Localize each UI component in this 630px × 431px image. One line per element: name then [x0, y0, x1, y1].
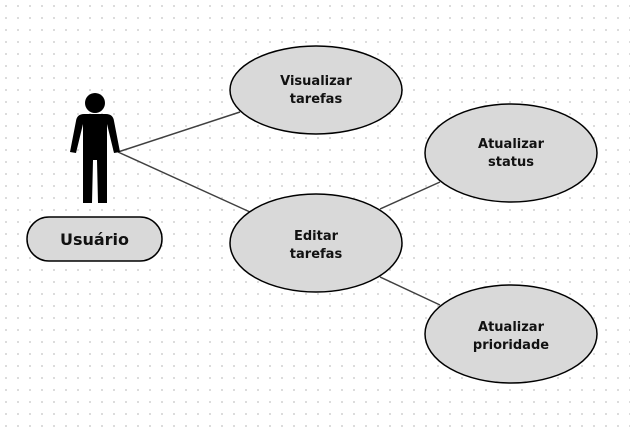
use-case-label-line1: Editar	[294, 229, 339, 244]
use-case-label-line2: tarefas	[290, 92, 343, 107]
actor-body	[70, 114, 120, 203]
use-case-editar-tarefas: Editar tarefas	[229, 193, 403, 293]
actor-name: Usuário	[60, 230, 129, 249]
use-case-label-line1: Atualizar	[478, 320, 545, 335]
use-case-atualizar-status: Atualizar status	[424, 103, 598, 203]
connector-editar-status	[379, 181, 441, 210]
use-case-label-line1: Atualizar	[478, 137, 545, 152]
connector-actor-editar	[117, 151, 251, 213]
actor-label-box: Usuário	[26, 216, 163, 262]
connector-editar-prioridade	[379, 276, 441, 306]
connector-actor-visualizar	[117, 111, 241, 153]
use-case-atualizar-prioridade: Atualizar prioridade	[424, 284, 598, 384]
use-case-label-line2: prioridade	[473, 338, 549, 353]
use-case-label-line2: status	[488, 155, 534, 170]
connectors	[117, 111, 441, 306]
actor-head	[85, 93, 105, 113]
use-case-visualizar-tarefas: Visualizar tarefas	[229, 45, 403, 135]
use-case-label-line1: Visualizar	[280, 74, 352, 89]
use-case-label-line2: tarefas	[290, 247, 343, 262]
actor-figure-icon	[70, 93, 120, 203]
